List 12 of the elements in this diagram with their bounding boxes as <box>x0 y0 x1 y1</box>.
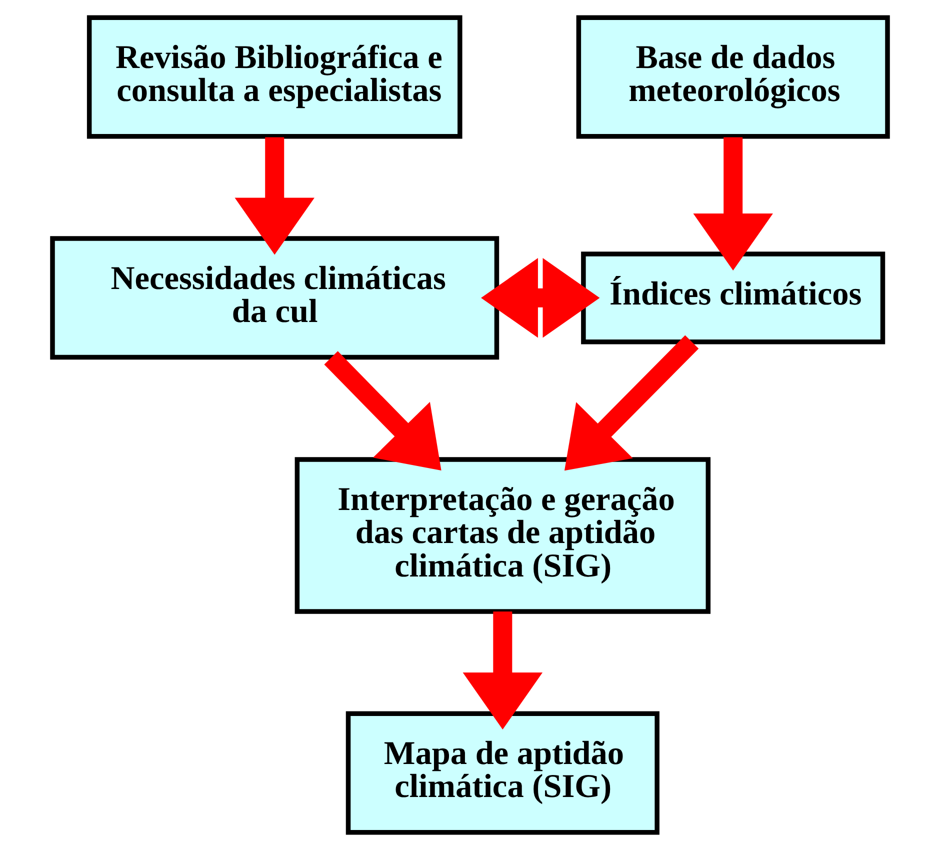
arrow <box>324 351 441 470</box>
arrow <box>462 612 542 730</box>
node-box: Índices climáticos <box>580 252 885 344</box>
node-box: Mapa de aptidão climática (SIG) <box>345 711 659 835</box>
node-box: Revisão Bibliográfica e consulta a especialistas <box>86 15 462 139</box>
arrow <box>692 137 772 270</box>
arrow <box>564 335 698 471</box>
node-box: Base de dados meteorológicos <box>576 15 890 139</box>
arrow <box>234 137 314 255</box>
node-box: Interpretação e geração das cartas de aptidão climática (SIG) <box>294 457 710 614</box>
arrow <box>480 258 600 338</box>
node-box: Necessidades climáticas da cul <box>50 236 499 360</box>
